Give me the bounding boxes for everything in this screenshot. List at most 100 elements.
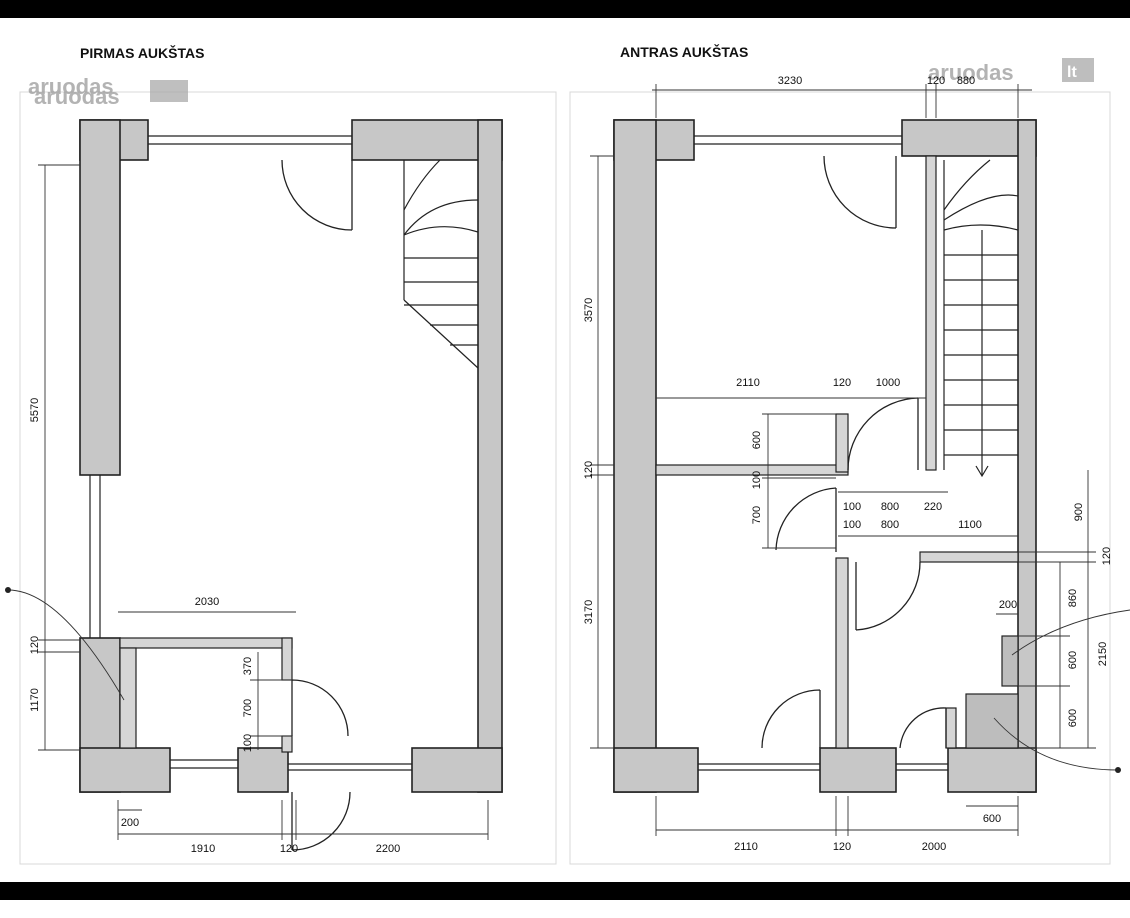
floor2-dim-1000: 1000: [876, 377, 900, 389]
floor1-small-room-right-wall-upper: [281, 637, 293, 681]
floor2-dim-600-vert: 600: [751, 431, 763, 449]
floor2-dim-800-b: 800: [881, 519, 899, 531]
floor2-door-bottom-right: [899, 707, 947, 749]
watermark-left-house-icon: [150, 80, 188, 102]
floor1-stairs-diagonal: [403, 299, 479, 369]
floor2-wall-top-right: [901, 119, 1037, 157]
floor2-stairs-arrow-icon: [975, 465, 989, 478]
floor2-dim-2110-mid: 2110: [736, 377, 760, 389]
floor1-wall-bottom-left: [79, 747, 171, 793]
floor2-door-left-room: [775, 487, 837, 552]
floor2-wall-bath-lower: [945, 707, 957, 749]
watermark-right: aruodas lt: [928, 58, 1094, 85]
floor2-dim-600-right-b: 600: [1067, 709, 1079, 727]
floor2-dim-800-a: 800: [881, 501, 899, 513]
floor2-wall-mid-lower: [835, 557, 849, 749]
floor2-dim-2150: 2150: [1097, 642, 1109, 666]
floor2-stairs: [943, 159, 1019, 478]
floor2-wall-bottom-mid: [819, 747, 897, 793]
watermark-right-text: aruodas: [928, 60, 1014, 85]
floor2-dim-880: 880: [957, 75, 975, 87]
floor2-leader-line-1: [1011, 609, 1130, 656]
floor2-dim-900: 900: [1073, 503, 1085, 521]
floor1-dim-100: 100: [242, 734, 254, 752]
watermark-right-house-icon: [1062, 58, 1094, 82]
floor2-dim-3570: 3570: [583, 298, 595, 322]
watermark-left-text-shadow: aruodas: [34, 84, 120, 109]
floor2-dim-860: 860: [1067, 589, 1079, 607]
floor1-door-small-room: [291, 679, 349, 737]
floor2-dim-1100: 1100: [958, 519, 982, 531]
floor2-door-bath: [855, 561, 921, 631]
floor1-stairs-winder-1: [403, 199, 479, 236]
floor2-dim-100-vert: 100: [751, 471, 763, 489]
floor2-dim-120-mid: 120: [833, 377, 851, 389]
floor1-small-room-right-wall-lower: [281, 735, 293, 753]
floor2-chimney-1: [1001, 635, 1019, 687]
floor1-small-room-top-wall: [119, 637, 293, 649]
floor2-leader-dot: [1115, 767, 1121, 773]
floor2-dim-2110-bottom: 2110: [734, 841, 758, 853]
floor2-door-top: [823, 155, 897, 229]
floor2-door-bottom-left: [761, 689, 821, 749]
floor1-dim-1910: 1910: [191, 843, 215, 855]
floor2-dim-100-a: 100: [843, 501, 861, 513]
floor1-wall-left-upper: [79, 119, 121, 476]
floor2-plan: 3230 120 880 3570 120 3170 2110 120 1000…: [583, 75, 1130, 853]
floor2-stairs-winder-3: [943, 194, 1019, 221]
floor2-dim-2000: 2000: [922, 841, 946, 853]
floor2-chimney-2: [965, 693, 1019, 749]
watermark-left-text: aruodas: [28, 74, 114, 99]
floor2-stairs-winder-2: [943, 159, 991, 211]
floor1-dim-370: 370: [242, 657, 254, 675]
floor1-dim-1170: 1170: [29, 688, 41, 712]
floor1-wall-bottom-right: [411, 747, 503, 793]
floor2-dim-700-vert: 700: [751, 506, 763, 524]
floor2-wall-bath-top: [919, 551, 1019, 563]
floor2-dim-120-bottom: 120: [833, 841, 851, 853]
floor2-stairs-winder-1: [943, 224, 1019, 231]
floor1-leader-line: [7, 589, 125, 701]
floor2-wall-left: [613, 119, 657, 793]
floor2-dim-3170: 3170: [583, 600, 595, 624]
floor2-dim-left-120: 120: [583, 461, 595, 479]
floor1-dim-120: 120: [29, 636, 41, 654]
floor2-frame: [569, 91, 1111, 865]
floor2-door-right-room: [847, 397, 919, 471]
floor2-wall-bottom-left: [613, 747, 699, 793]
bottom-black-border: [0, 882, 1130, 900]
floor1-dim-5570: 5570: [29, 398, 41, 422]
floor1-dim-bottom-120: 120: [280, 843, 298, 855]
floor2-wall-stair-left: [925, 155, 937, 471]
floor1-door-top: [281, 159, 353, 231]
floor2-leader-line-2: [993, 717, 1119, 771]
floor1-title: PIRMAS AUKŠTAS: [80, 44, 204, 61]
floor1-frame: [19, 91, 557, 865]
floor2-dim-120-right: 120: [1101, 547, 1113, 565]
watermark-left: aruodas aruodas: [28, 74, 188, 109]
floor1-wall-top-right: [351, 119, 503, 161]
floor2-dim-top-120: 120: [927, 75, 945, 87]
floor2-wall-right: [1017, 119, 1037, 793]
floor1-small-room-left-wall: [119, 647, 137, 749]
floor1-dim-2200: 2200: [376, 843, 400, 855]
floor2-dim-600-right-a: 600: [1067, 651, 1079, 669]
floor2-dim-3230: 3230: [778, 75, 802, 87]
floor-plan-drawing: PIRMAS AUKŠTAS ANTRAS AUKŠTAS aruodas ar…: [5, 43, 1130, 865]
floor2-dim-600-bottom: 600: [983, 813, 1001, 825]
floor1-dim-200: 200: [121, 817, 139, 829]
floor2-dim-200-right: 200: [999, 599, 1017, 611]
floor1-door-entrance: [291, 791, 351, 851]
floor1-wall-bottom-mid: [237, 747, 289, 793]
floor1-stairs-winder-3: [403, 226, 479, 236]
watermark-right-suffix: lt: [1067, 64, 1077, 81]
floor2-wall-bottom-right: [947, 747, 1037, 793]
floor1-stairs: [403, 159, 479, 369]
top-black-border: [0, 0, 1130, 18]
floor2-dim-220: 220: [924, 501, 942, 513]
floor1-leader-dot: [5, 587, 11, 593]
floor1-plan: 5570 120 1170 2030 370 700 100 200 1910 …: [5, 119, 503, 855]
floor2-title: ANTRAS AUKŠTAS: [620, 43, 748, 60]
floor1-dim-700: 700: [242, 699, 254, 717]
floor1-dim-2030: 2030: [195, 596, 219, 608]
